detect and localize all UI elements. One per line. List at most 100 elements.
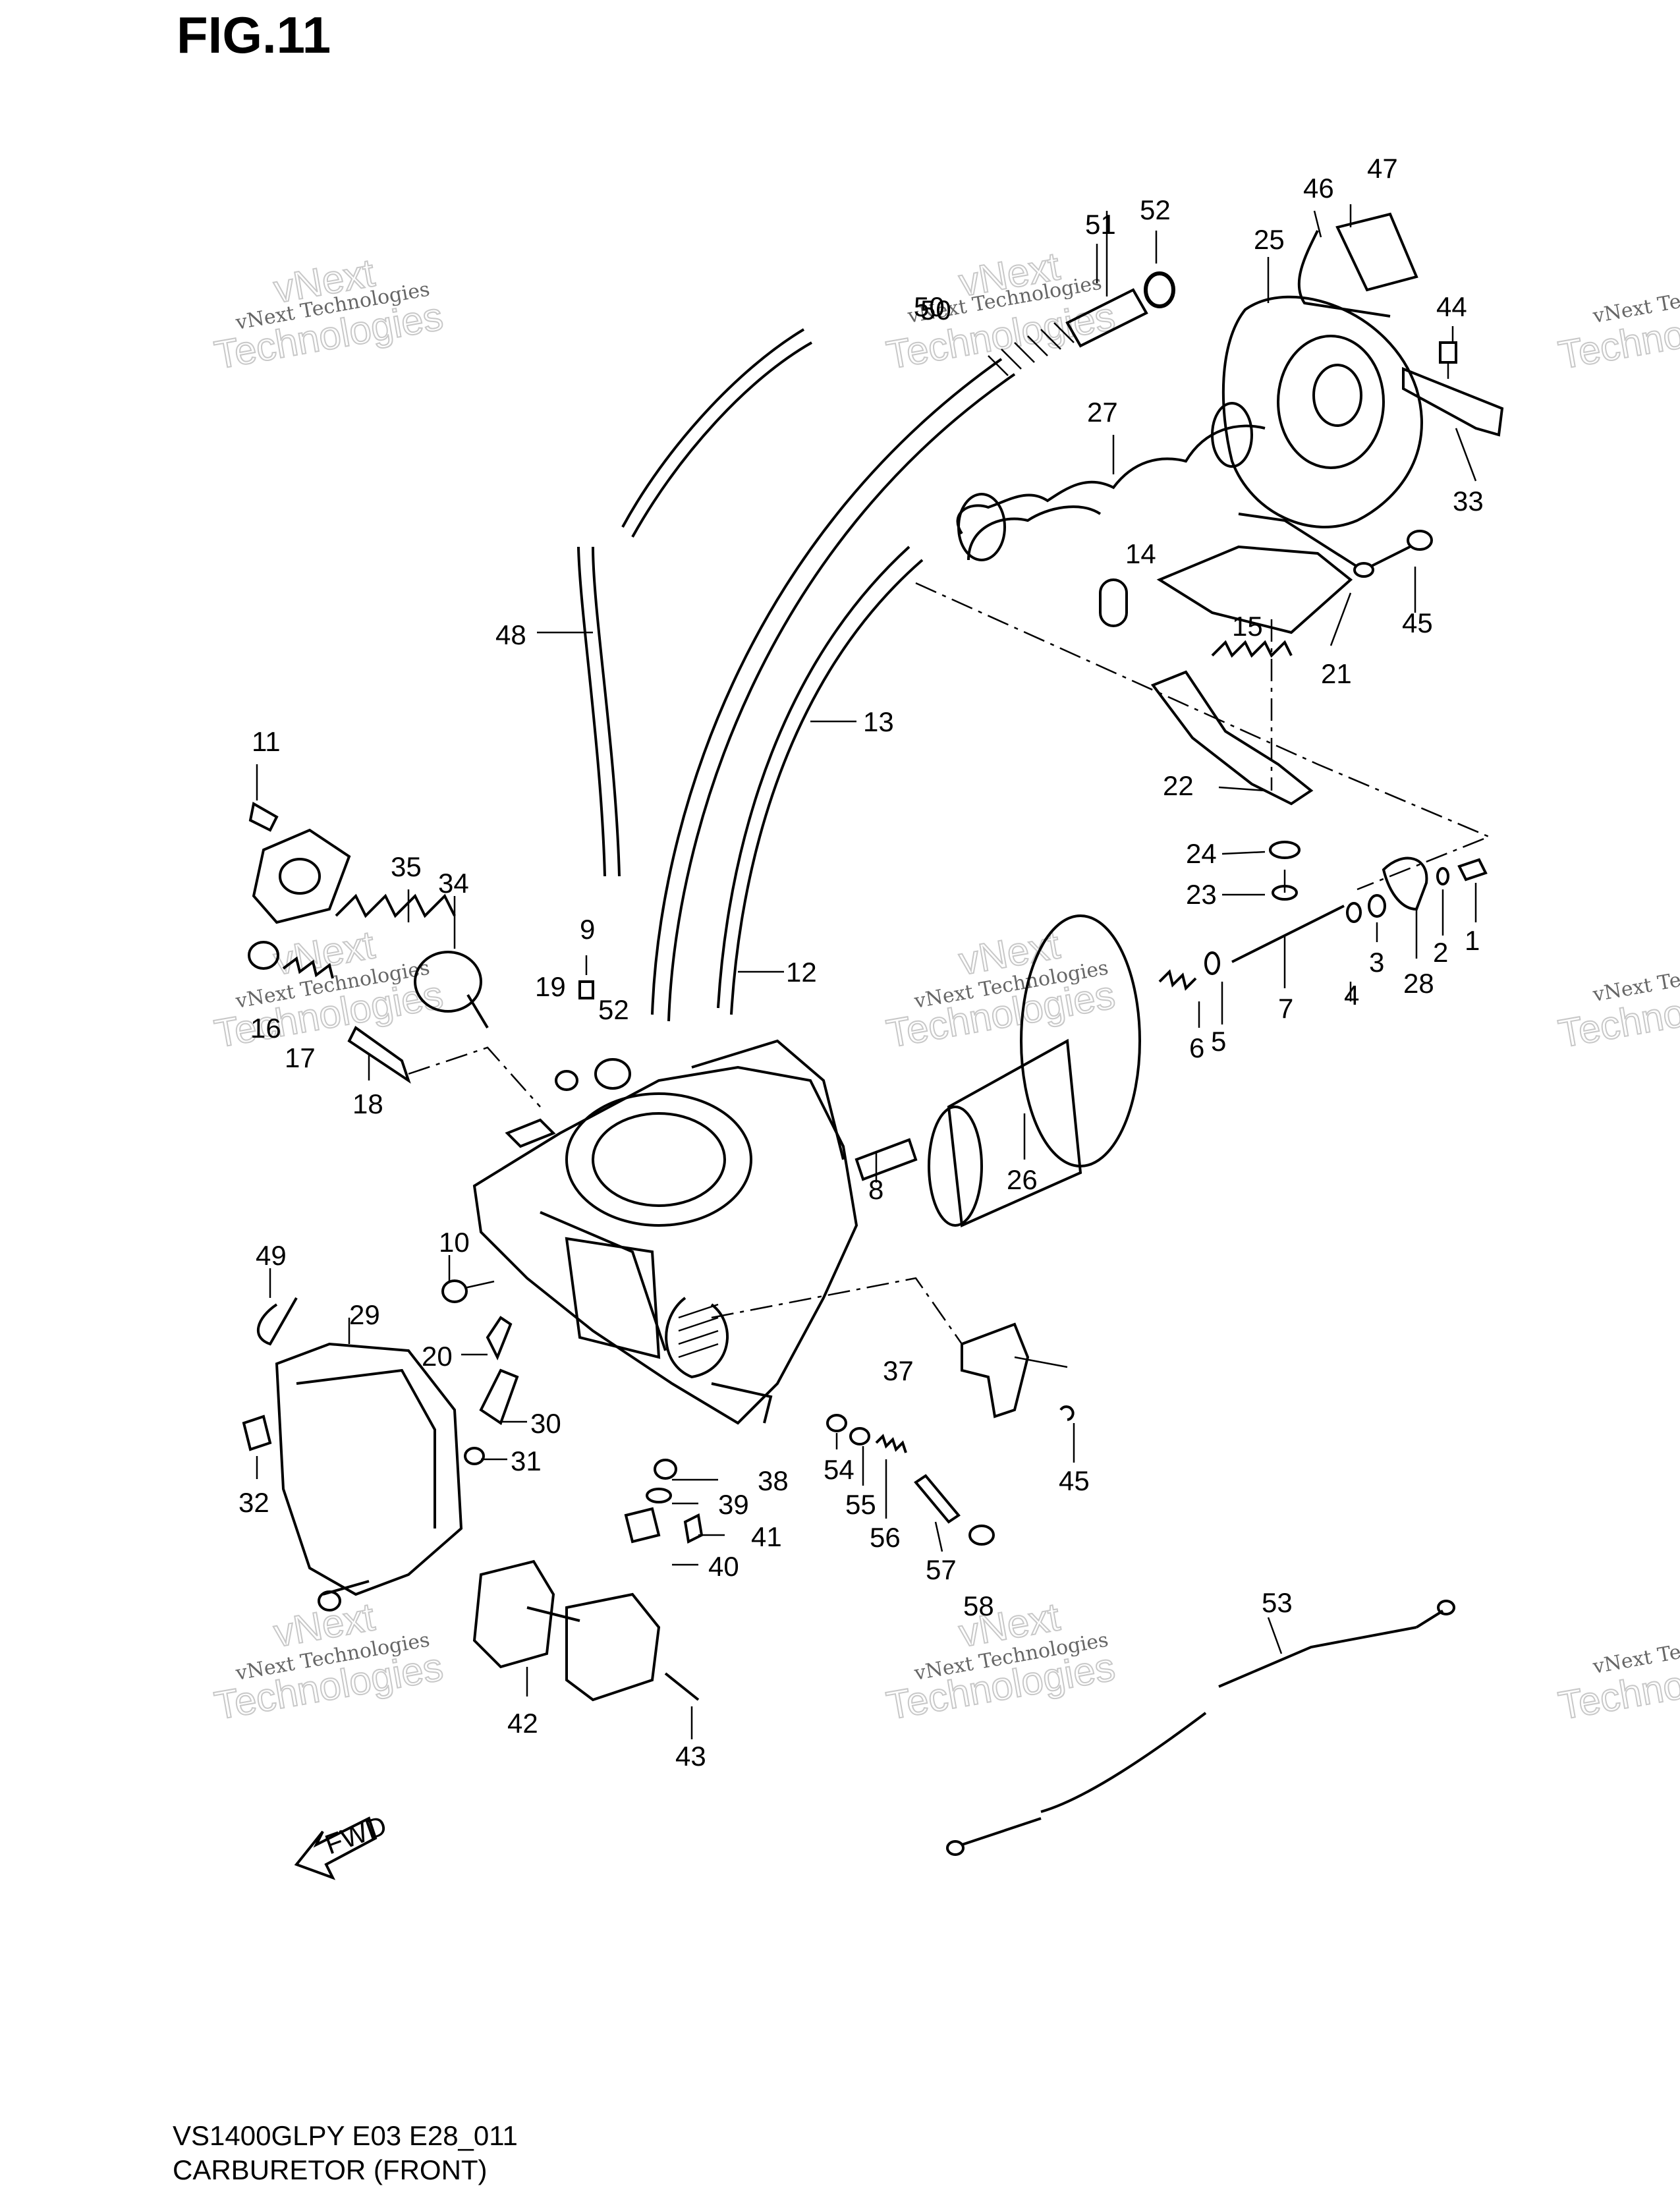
diaphragm-26 [928,914,1141,1227]
clip-45-lower [1059,1405,1075,1421]
callout: 37 [883,1355,914,1386]
callout: 2 [1433,937,1448,968]
clip-4 [1346,902,1362,923]
watermarks: vNext Technologies vNext Technologies vN… [211,243,1680,1729]
callout: 57 [926,1554,957,1585]
spring-18 [282,956,334,979]
callout: 48 [495,619,526,650]
figure-title: FIG.11 [177,6,331,64]
spring-27 [956,402,1266,561]
screw-1 [1457,858,1488,882]
clip-49 [256,1297,298,1346]
callout: 1 [1465,925,1480,956]
cap-14 [1099,578,1128,627]
screw-36 [318,1580,370,1611]
callout: 18 [352,1088,383,1119]
callout: 56 [870,1522,901,1553]
callout: 17 [285,1042,316,1073]
carburetor-cover-25 [1221,295,1423,528]
lever-22 [1150,670,1314,806]
spring-hook-46 [1297,230,1391,318]
callout: 7 [1278,993,1293,1024]
callout: 55 [845,1489,876,1520]
washer-39 [646,1488,672,1503]
jet-38 [654,1459,677,1480]
leader-lines [256,204,1477,1739]
jet-9 [578,980,594,999]
callout: 49 [256,1240,287,1271]
float-bowl-29 [275,1342,463,1596]
oring-54 [826,1414,847,1432]
callout: 6 [1189,1032,1204,1063]
float-42 [472,1559,661,1702]
hose-48 [577,328,812,877]
callout: 51 [1085,209,1116,240]
callout: 8 [868,1174,883,1205]
callout: 40 [708,1551,739,1582]
callout: 42 [507,1708,538,1739]
callout: 50 [914,291,945,322]
washer-5 [1204,951,1220,975]
screw-45-upper [1353,530,1433,578]
plate-28 [1382,856,1428,911]
bolt-44 [1439,341,1457,379]
callout: 43 [675,1741,706,1772]
callout: 58 [963,1590,994,1621]
callout: 16 [250,1013,281,1044]
pin-43 [664,1672,700,1701]
hose-13 [717,546,924,1015]
callout: 54 [824,1454,854,1485]
spring-56 [875,1434,907,1453]
washer-24 [1269,841,1301,859]
callout: 45 [1059,1465,1090,1496]
jet-20 [486,1316,513,1360]
callout: 53 [1262,1587,1293,1618]
callout: 52 [598,994,629,1025]
callout: 46 [1303,173,1334,204]
cap-16 [248,941,279,970]
callout: 3 [1369,947,1384,978]
callout: 5 [1211,1026,1226,1057]
callout: 52 [1140,194,1171,225]
spring-15 [1211,640,1293,658]
screw-57 [914,1474,961,1524]
lever-33 [1402,367,1504,437]
callout: 41 [751,1521,782,1552]
callout: 22 [1163,770,1194,801]
washer-55 [849,1427,870,1445]
needle-7 [1231,905,1345,963]
callout: 20 [422,1341,453,1372]
pin-41 [683,1513,704,1544]
model-code: VS1400GLPY E03 E28_011 [173,2120,518,2151]
callout: 28 [1403,968,1434,999]
callout: 29 [349,1299,380,1330]
hose-47 [1335,212,1418,292]
callout: 19 [535,971,566,1002]
callout: 31 [511,1445,542,1476]
callout: 9 [580,914,595,945]
bolt-10 [441,1279,495,1303]
callout: 4 [1344,980,1359,1011]
screw-32 [242,1415,272,1451]
fwd-arrow-icon: FWD [294,1810,391,1880]
valve-40 [624,1507,661,1544]
callout: 25 [1254,224,1285,255]
callout: 35 [391,851,422,882]
cable-53 [946,1600,1455,1856]
washer-2 [1436,867,1449,885]
callout: 33 [1453,486,1484,517]
callout: 11 [252,726,281,757]
callout: 10 [439,1227,470,1258]
fwd-label: FWD [321,1810,391,1861]
callout: 21 [1321,658,1352,689]
callout: 23 [1186,879,1217,910]
callout: 13 [863,706,894,737]
callout: 12 [786,957,817,988]
ring-3 [1368,894,1386,918]
spring-6 [1158,969,1197,991]
callout: 45 [1402,607,1433,638]
screw-17 [347,1026,411,1084]
carburetor-body [472,1039,858,1425]
cap-58 [968,1525,995,1546]
